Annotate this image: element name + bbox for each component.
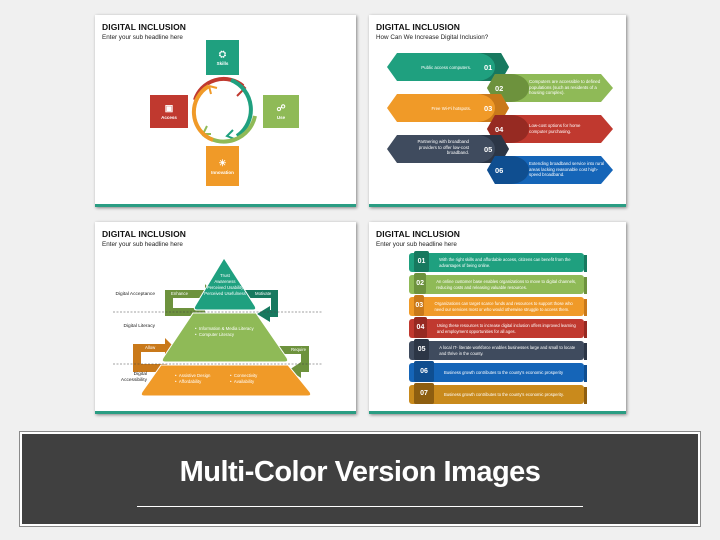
hex-item-text: Extending broadband service into rural a… xyxy=(529,161,605,178)
slide-title: DIGITAL INCLUSION xyxy=(102,22,187,32)
row-number: 05 xyxy=(414,339,430,360)
pyramid-top-items: Trust Awareness Perceived Usability Perc… xyxy=(204,273,246,296)
row-number: 02 xyxy=(414,273,427,294)
row-number: 06 xyxy=(414,361,434,382)
pyramid-diagram xyxy=(113,257,323,397)
list-row-02: 02 An online customer base enables organ… xyxy=(409,273,587,294)
hex-item-number: 03 xyxy=(484,104,493,113)
slide-subtitle: Enter your sub headline here xyxy=(102,34,183,41)
arm-innovation: ☀ Innovation xyxy=(206,146,239,186)
slide-title: DIGITAL INCLUSION xyxy=(376,22,461,32)
lightbulb-icon: ☀ xyxy=(218,157,227,168)
hex-item-text: Free Wi-Fi hotspots. xyxy=(431,106,471,111)
list-row-03: 03 Organizations can target scarce funds… xyxy=(409,295,587,316)
cycle-arrows-icon xyxy=(189,76,257,144)
row-text: With the right skills and affordable acc… xyxy=(439,257,571,268)
hex-item-number: 06 xyxy=(495,166,504,175)
people-network-icon: ⛭ xyxy=(218,49,227,59)
hands-device-icon: ☍ xyxy=(276,103,286,113)
hex-item-number: 04 xyxy=(495,125,504,134)
slide-accent-bar xyxy=(95,204,356,207)
row-number: 07 xyxy=(414,383,434,404)
level-label: Digital Accessibility xyxy=(120,372,147,383)
hex-item-text: Low-cost options for home computer purch… xyxy=(529,123,581,134)
pyramid-bottom-items-right: • Connectivity • Availability xyxy=(230,373,258,384)
banner-title: Multi-Color Version Images xyxy=(179,456,541,488)
slide-subtitle: Enter your sub headline here xyxy=(102,241,183,248)
level-label: Digital Literacy xyxy=(123,324,155,329)
arm-skills: ⛭ Skills xyxy=(206,40,239,75)
computer-cloud-icon: ▣ xyxy=(164,103,174,113)
slide-thumbnail-numbered-list[interactable]: DIGITAL INCLUSION Enter your sub headlin… xyxy=(369,222,626,414)
banner-underline xyxy=(137,506,583,507)
slide-accent-bar xyxy=(95,411,356,414)
row-text: Organizations can target scarce funds an… xyxy=(434,301,573,312)
level-label: Digital Acceptance xyxy=(115,292,155,297)
slide-thumbnail-hexagons[interactable]: DIGITAL INCLUSION How Can We Increase Di… xyxy=(369,15,626,207)
row-number: 03 xyxy=(414,295,425,316)
arrow-label-require: Require xyxy=(291,347,307,352)
arm-access: ▣ Access xyxy=(150,95,188,128)
hex-item-number: 01 xyxy=(484,63,493,72)
version-banner: Multi-Color Version Images xyxy=(19,431,701,527)
slide-subtitle: Enter your sub headline here xyxy=(376,241,457,248)
arrow-label-enhance: Enhance xyxy=(171,291,188,296)
pyramid-bottom-items-left: • Assistive Design • Affordability xyxy=(175,373,211,384)
slide-thumbnail-cycle[interactable]: DIGITAL INCLUSION Enter your sub headlin… xyxy=(95,15,356,207)
list-row-05: 05 A local IT- literate workforce enable… xyxy=(409,339,587,360)
arrow-label-allow: Allow xyxy=(145,345,156,350)
slide-title: DIGITAL INCLUSION xyxy=(376,229,461,239)
hex-item-text: Public access computers. xyxy=(421,65,471,70)
row-text: Using these resources to increase digita… xyxy=(436,323,576,334)
hex-item-number: 02 xyxy=(495,84,504,93)
slide-accent-bar xyxy=(369,204,626,207)
pyramid-middle-items: • Information & Media Literacy • Compute… xyxy=(195,326,254,337)
list-row-07: 07 Business growth contributes to the co… xyxy=(409,383,587,404)
row-text: Business growth contributes to the count… xyxy=(444,369,564,375)
row-text: Business growth contributes to the count… xyxy=(444,391,564,397)
arrow-label-motivate: Motivate xyxy=(255,291,272,296)
row-number: 01 xyxy=(414,251,430,272)
slide-accent-bar xyxy=(369,411,626,414)
hex-item-text: Computers are accessible to defined popu… xyxy=(529,79,601,96)
list-row-06: 06 Business growth contributes to the co… xyxy=(409,361,587,382)
slide-title: DIGITAL INCLUSION xyxy=(102,229,187,239)
slide-subtitle: How Can We Increase Digital Inclusion? xyxy=(376,34,489,41)
row-text: A local IT- literate workforce enables b… xyxy=(439,345,576,356)
row-number: 04 xyxy=(414,317,427,338)
hex-item-number: 05 xyxy=(484,145,493,154)
hex-item-text: Partnering with broadband providers to o… xyxy=(417,139,469,156)
slide-thumbnail-pyramid[interactable]: DIGITAL INCLUSION Enter your sub headlin… xyxy=(95,222,356,414)
list-row-01: 01 With the right skills and affordable … xyxy=(409,251,587,272)
arm-use: ☍ Use xyxy=(263,95,299,128)
hexagon-steps-diagram xyxy=(387,53,613,184)
row-text: An online customer base enables organiza… xyxy=(436,279,577,290)
list-row-04: 04 Using these resources to increase dig… xyxy=(409,317,587,338)
